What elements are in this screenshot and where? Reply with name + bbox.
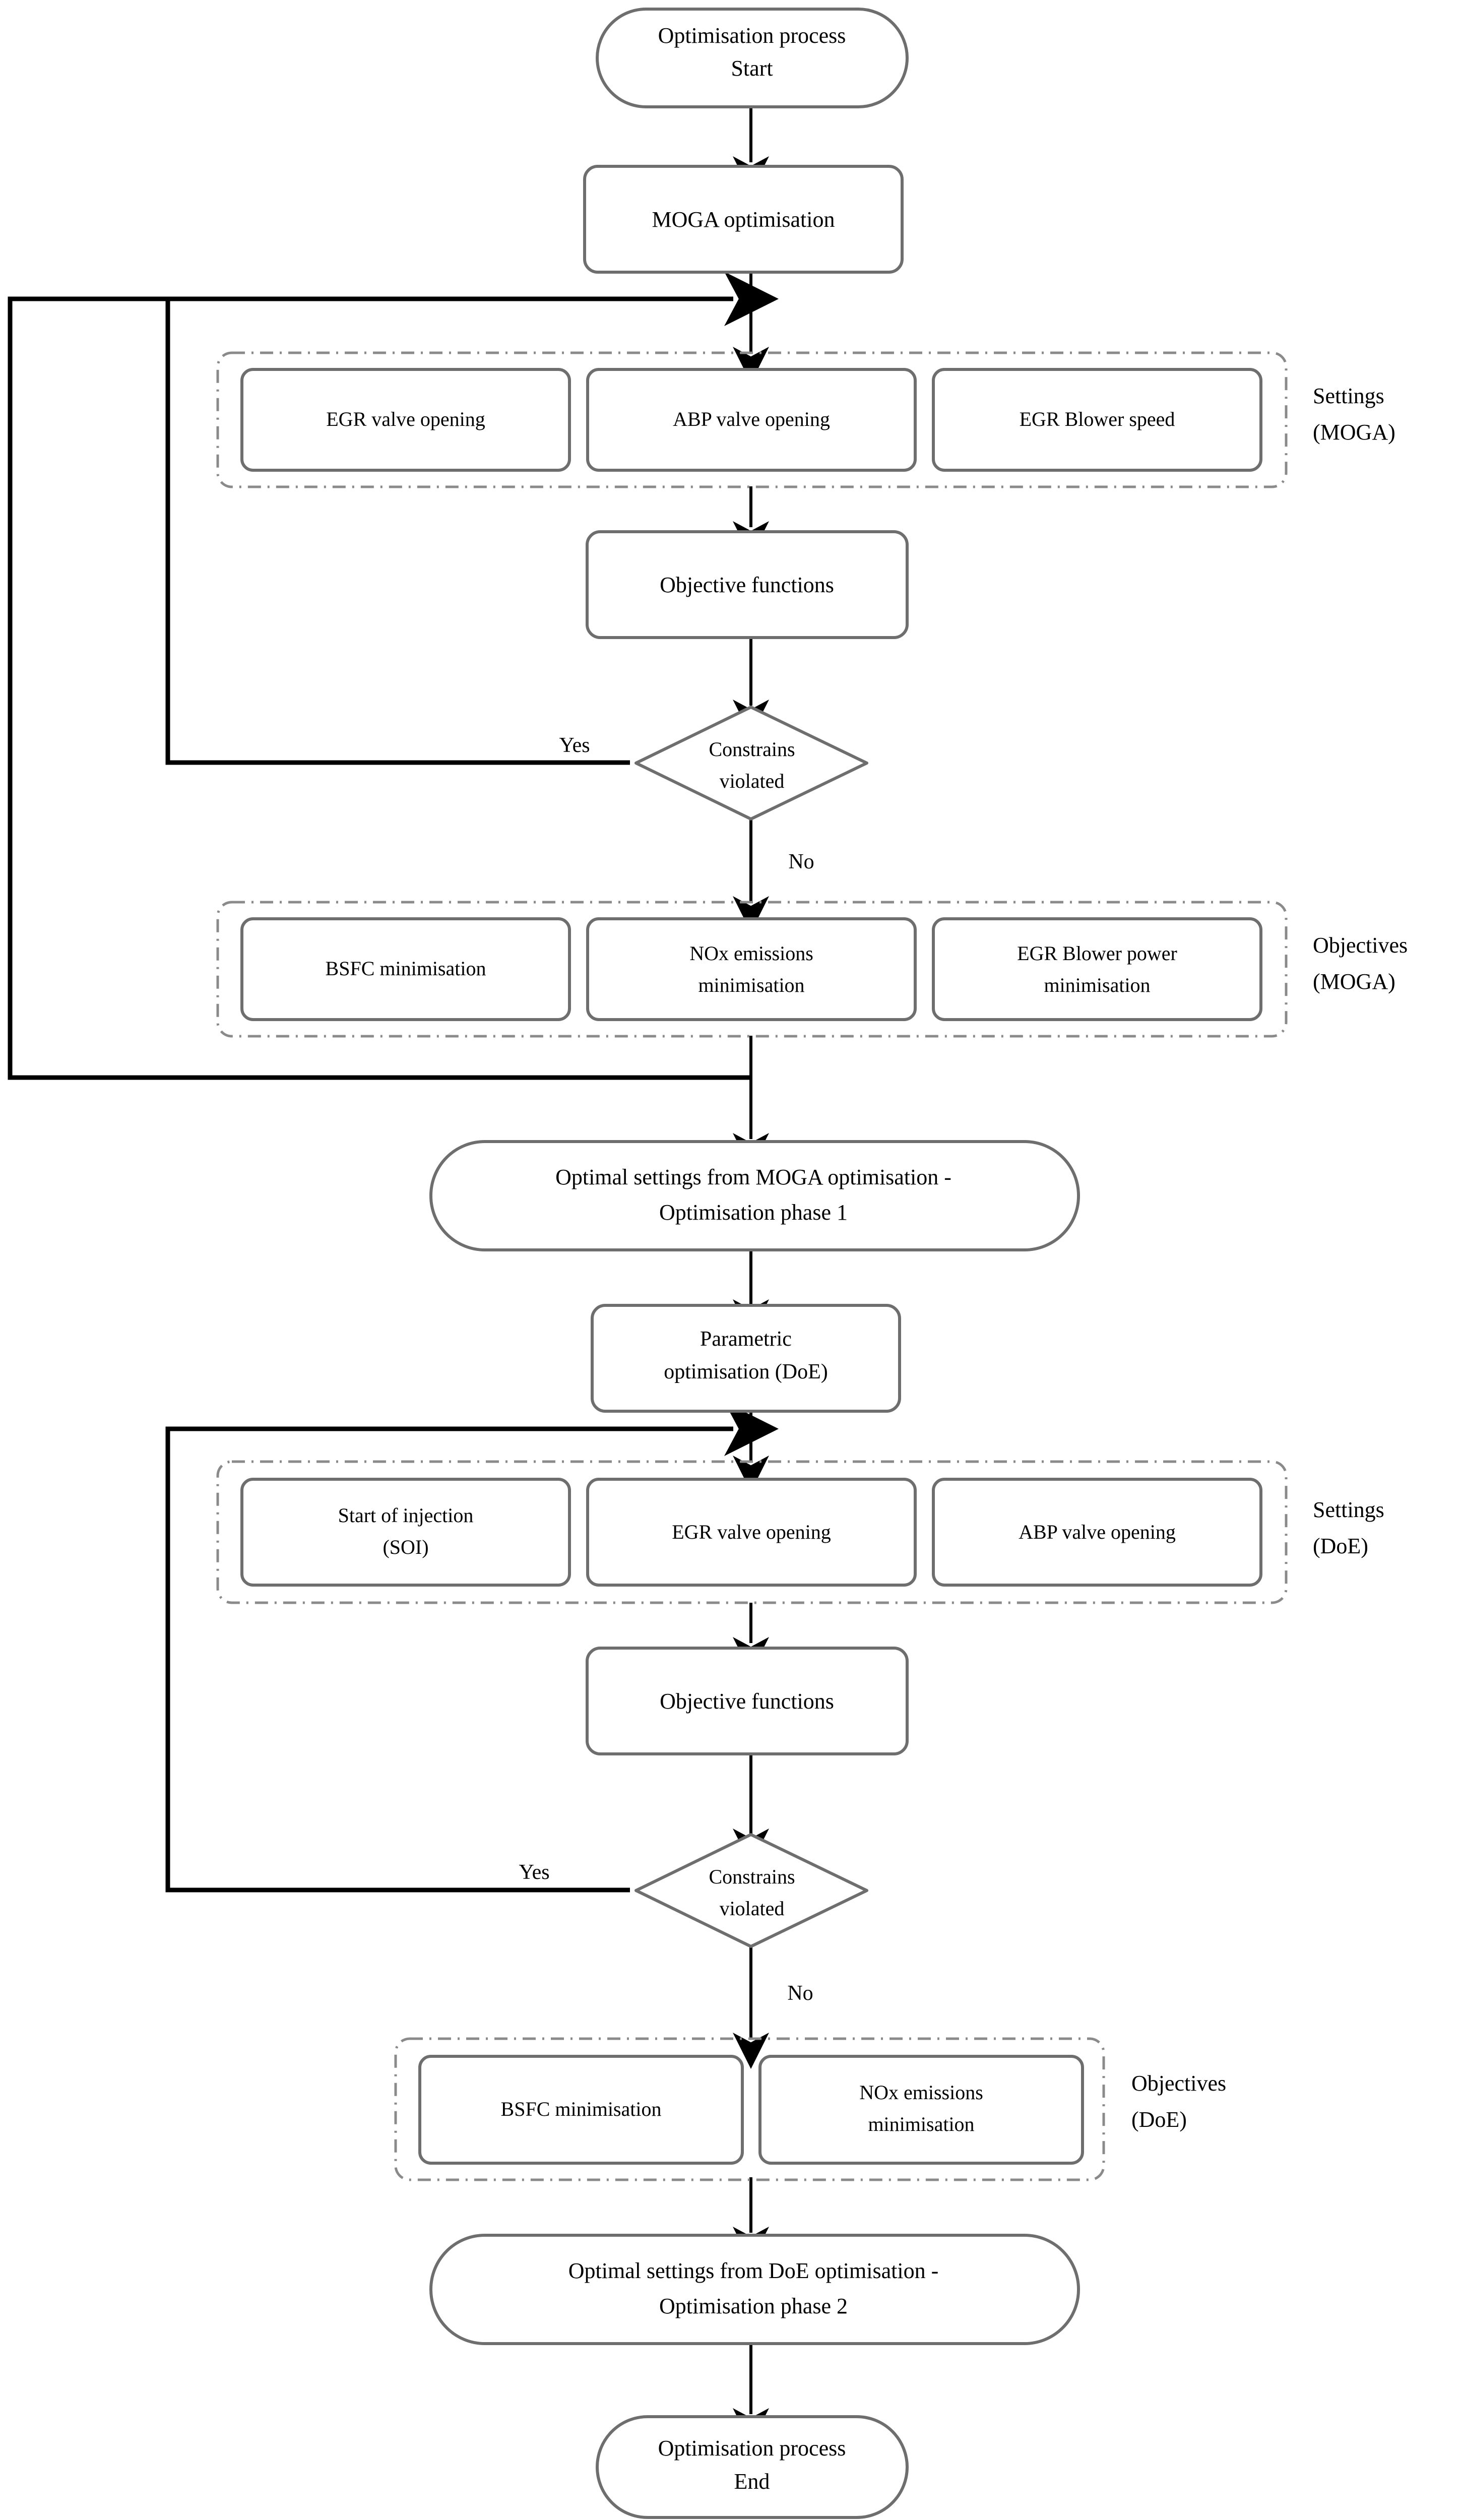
- edge-label-yes-1: Yes: [559, 734, 590, 757]
- decision-2-label-line2: violated: [720, 1897, 785, 1920]
- end-label-line1: Optimisation process: [658, 2436, 846, 2461]
- objectives-moga-side-label-line2: (MOGA): [1313, 969, 1395, 994]
- settings-doe-item-0-label-line1: Start of injection: [338, 1504, 474, 1527]
- settings-doe-item-1[interactable]: EGR valve opening: [586, 1478, 917, 1587]
- settings-moga-item-1-label: ABP valve opening: [673, 408, 830, 430]
- settings-moga-item-0[interactable]: EGR valve opening: [240, 368, 571, 472]
- node-objective-functions-2[interactable]: Objective functions: [586, 1647, 909, 1755]
- objectives-doe-side-label-line1: Objectives: [1131, 2071, 1226, 2096]
- settings-moga-group-border: [216, 351, 1288, 488]
- node-objective-functions-1[interactable]: Objective functions: [586, 530, 909, 639]
- objectives-doe-item-1-label-line1: NOx emissions: [859, 2081, 983, 2104]
- objectives-moga-item-2[interactable]: EGR Blower power minimisation: [932, 917, 1262, 1021]
- objectives-moga-item-2-shape: [932, 917, 1262, 1021]
- node-moga-optimisation[interactable]: MOGA optimisation: [583, 165, 904, 274]
- objectives-doe-group-border: [394, 2037, 1105, 2181]
- objectives-moga-item-0-shape: [240, 917, 571, 1021]
- objectives-moga-item-2-label-line2: minimisation: [1044, 974, 1150, 996]
- settings-doe-item-0[interactable]: Start of injection (SOI): [240, 1478, 571, 1587]
- edge-decision-yes-loop-1: [165, 272, 779, 765]
- phase2-result-shape: [429, 2234, 1080, 2345]
- group-settings-moga: EGR valve opening ABP valve opening EGR …: [216, 351, 1395, 488]
- parametric-doe-shape: [591, 1304, 901, 1413]
- objectives-moga-side-label-line1: Objectives: [1313, 933, 1408, 958]
- objectives-moga-item-0[interactable]: BSFC minimisation: [240, 917, 571, 1021]
- objectives-doe-side-label-line2: (DoE): [1131, 2107, 1187, 2132]
- moga-label: MOGA optimisation: [652, 207, 835, 232]
- settings-moga-item-1[interactable]: ABP valve opening: [586, 368, 917, 472]
- node-parametric-doe[interactable]: Parametric optimisation (DoE): [591, 1304, 901, 1413]
- settings-doe-group-border: [216, 1460, 1288, 1604]
- node-phase1-result[interactable]: Optimal settings from MOGA optimisation …: [429, 1140, 1080, 1251]
- start-label-line2: Start: [731, 56, 773, 81]
- settings-doe-item-0-label-line2: (SOI): [383, 1536, 428, 1558]
- phase1-result-label-line1: Optimal settings from MOGA optimisation …: [555, 1165, 951, 1189]
- group-objectives-doe: BSFC minimisation NOx emissions minimisa…: [394, 2037, 1226, 2181]
- group-settings-doe: Start of injection (SOI) EGR valve openi…: [216, 1460, 1384, 1604]
- phase2-result-label-line1: Optimal settings from DoE optimisation -: [568, 2258, 939, 2283]
- decision-2-shape: [634, 1833, 868, 1948]
- objectives-moga-item-1-label-line1: NOx emissions: [689, 942, 813, 965]
- parametric-doe-label-line1: Parametric: [700, 1328, 792, 1351]
- objectives-doe-item-1-shape: [758, 2055, 1084, 2165]
- start-label-line1: Optimisation process: [658, 23, 846, 48]
- objectives-moga-group-border: [216, 901, 1288, 1038]
- objectives-moga-item-1-shape: [586, 917, 917, 1021]
- settings-moga-item-0-label: EGR valve opening: [326, 408, 485, 430]
- settings-doe-side-label-line1: Settings: [1313, 1497, 1384, 1522]
- settings-doe-item-2-label: ABP valve opening: [1019, 1521, 1176, 1543]
- objective-functions-1-label: Objective functions: [660, 573, 834, 597]
- edge-label-no-1: No: [788, 850, 814, 873]
- objective-functions-2-shape: [586, 1647, 909, 1755]
- moga-shape: [583, 165, 904, 274]
- end-shape: [596, 2415, 909, 2519]
- parametric-doe-label-line2: optimisation (DoE): [664, 1360, 828, 1383]
- node-start[interactable]: Optimisation process Start: [596, 8, 909, 108]
- objectives-doe-item-1[interactable]: NOx emissions minimisation: [758, 2055, 1084, 2165]
- settings-moga-item-2[interactable]: EGR Blower speed: [932, 368, 1262, 472]
- objective-functions-1-shape: [586, 530, 909, 639]
- settings-moga-side-label-line1: Settings: [1313, 384, 1384, 408]
- decision-1-label-line1: Constrains: [709, 738, 795, 761]
- edge-outer-feedback-moga: [8, 296, 751, 1080]
- objective-functions-2-label: Objective functions: [660, 1689, 834, 1714]
- settings-moga-item-1-shape: [586, 368, 917, 472]
- decision-1-label-line2: violated: [720, 770, 785, 792]
- settings-doe-item-1-label: EGR valve opening: [672, 1521, 831, 1543]
- node-decision-constrains-violated-1[interactable]: Constrains violated: [634, 706, 868, 821]
- settings-doe-item-0-shape: [240, 1478, 571, 1587]
- node-decision-constrains-violated-2[interactable]: Constrains violated: [634, 1833, 868, 1948]
- settings-doe-item-2-shape: [932, 1478, 1262, 1587]
- objectives-moga-item-2-label-line1: EGR Blower power: [1017, 942, 1177, 965]
- objectives-doe-item-0-label: BSFC minimisation: [501, 2098, 662, 2120]
- objectives-moga-item-1[interactable]: NOx emissions minimisation: [586, 917, 917, 1021]
- connectors: [8, 107, 779, 2444]
- settings-doe-item-1-shape: [586, 1478, 917, 1587]
- phase2-result-label-line2: Optimisation phase 2: [659, 2294, 848, 2318]
- end-label-line2: End: [734, 2469, 770, 2494]
- settings-moga-item-0-shape: [240, 368, 571, 472]
- phase1-result-label-line2: Optimisation phase 1: [659, 1200, 848, 1225]
- settings-moga-side-label-line2: (MOGA): [1313, 420, 1395, 445]
- edge-label-no-2: No: [787, 1982, 813, 2005]
- node-end[interactable]: Optimisation process End: [596, 2415, 909, 2519]
- edge-decision-yes-loop-2: [165, 1402, 779, 1893]
- settings-doe-item-2[interactable]: ABP valve opening: [932, 1478, 1262, 1587]
- settings-moga-item-2-shape: [932, 368, 1262, 472]
- settings-moga-item-2-label: EGR Blower speed: [1020, 408, 1175, 430]
- node-phase2-result[interactable]: Optimal settings from DoE optimisation -…: [429, 2234, 1080, 2345]
- start-shape: [596, 8, 909, 108]
- group-objectives-moga: BSFC minimisation NOx emissions minimisa…: [216, 901, 1408, 1038]
- objectives-doe-item-0[interactable]: BSFC minimisation: [418, 2055, 744, 2165]
- settings-doe-side-label-line2: (DoE): [1313, 1534, 1368, 1558]
- objectives-doe-item-1-label-line2: minimisation: [868, 2113, 974, 2135]
- decision-2-label-line1: Constrains: [709, 1865, 795, 1888]
- phase1-result-shape: [429, 1140, 1080, 1251]
- objectives-moga-item-0-label: BSFC minimisation: [326, 957, 486, 980]
- decision-1-shape: [634, 706, 868, 821]
- objectives-doe-item-0-shape: [418, 2055, 744, 2165]
- objectives-moga-item-1-label-line2: minimisation: [698, 974, 804, 996]
- edge-label-yes-2: Yes: [519, 1861, 549, 1884]
